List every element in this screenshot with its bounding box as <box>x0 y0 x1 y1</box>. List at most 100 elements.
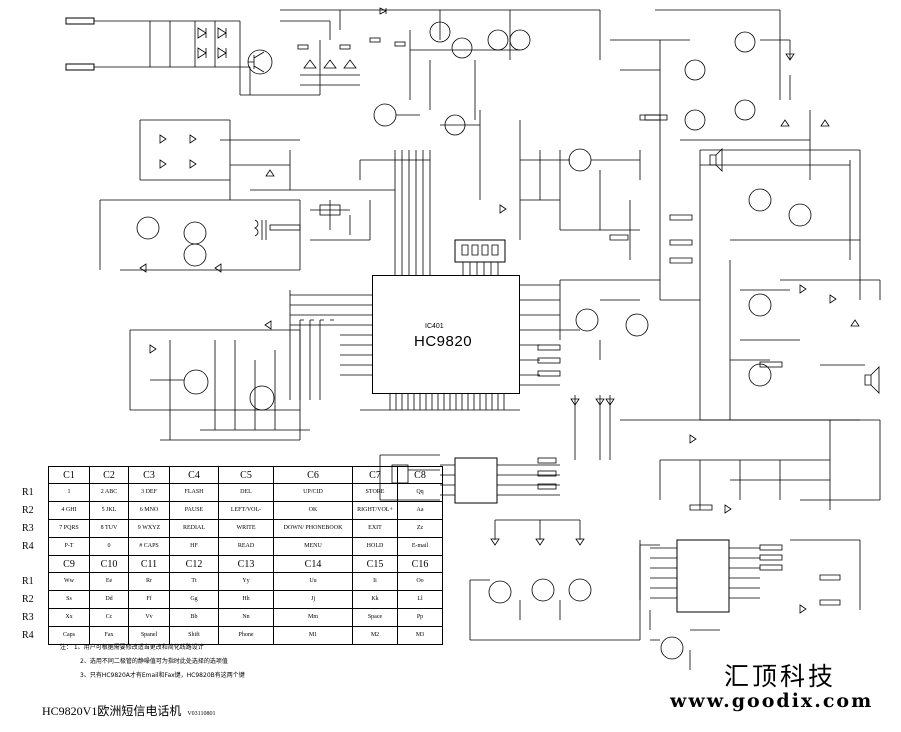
column-header: C8 <box>397 466 443 484</box>
key-cell: M3 <box>397 626 443 645</box>
row-header: R4 <box>22 630 34 641</box>
key-cell: Ii <box>352 572 398 591</box>
main-ic <box>372 275 520 394</box>
row-header: R2 <box>22 594 34 605</box>
key-cell: Spanel <box>128 626 170 645</box>
column-header: C15 <box>352 555 398 573</box>
key-cell: Yy <box>218 572 274 591</box>
key-cell: DEL <box>218 483 274 502</box>
key-cell: Ll <box>397 590 443 609</box>
key-cell: M2 <box>352 626 398 645</box>
company-name: 汇顶科技 <box>724 662 837 691</box>
key-cell: P-T <box>48 537 90 556</box>
row-header: R4 <box>22 541 34 552</box>
column-header: C6 <box>273 466 353 484</box>
key-cell: Hh <box>218 590 274 609</box>
schematic-title-main: HC9820V1欧洲短信电话机 <box>42 704 182 718</box>
note-1: 注： 1、用户可根据需要修改适当更改和简化线路设计 <box>60 644 204 651</box>
main-ic-ref: IC401 <box>425 323 444 330</box>
row-header: R1 <box>22 487 34 498</box>
column-header: C14 <box>273 555 353 573</box>
row-header: R1 <box>22 576 34 587</box>
row-header: R2 <box>22 505 34 516</box>
key-cell: Oo <box>397 572 443 591</box>
key-cell: Ss <box>48 590 90 609</box>
column-header: C13 <box>218 555 274 573</box>
key-cell: Ff <box>128 590 170 609</box>
key-cell: 5 JKL <box>89 501 129 520</box>
left-bottom-hook-section <box>129 320 310 441</box>
column-header: C1 <box>48 466 90 484</box>
key-cell: OK <box>273 501 353 520</box>
top-transistor-cluster <box>373 21 531 200</box>
schematic-version: V03110801 <box>187 711 216 717</box>
key-cell: Zz <box>397 519 443 538</box>
key-cell: PAUSE <box>169 501 219 520</box>
key-cell: MENU <box>273 537 353 556</box>
key-cell: 7 PQRS <box>48 519 90 538</box>
schematic-title: HC9820V1欧洲短信电话机 V03110801 <box>42 702 215 719</box>
key-cell: Jj <box>273 590 353 609</box>
key-cell: 0 <box>89 537 129 556</box>
main-ic-part-number: HC9820 <box>414 333 473 350</box>
row-header: R3 <box>22 612 34 623</box>
column-header: C10 <box>89 555 129 573</box>
line-input-section <box>65 17 331 96</box>
key-cell: 4 GHI <box>48 501 90 520</box>
column-header: C7 <box>352 466 398 484</box>
key-cell: REDIAL <box>169 519 219 538</box>
key-cell: 6 MNO <box>128 501 170 520</box>
column-header: C16 <box>397 555 443 573</box>
key-cell: Bb <box>169 608 219 627</box>
top-right-transistor-section <box>599 31 851 300</box>
key-cell: Mm <box>273 608 353 627</box>
key-cell: M1 <box>273 626 353 645</box>
column-header: C11 <box>128 555 170 573</box>
key-cell: Xx <box>48 608 90 627</box>
key-cell: Kk <box>352 590 398 609</box>
key-cell: LEFT/VOL- <box>218 501 274 520</box>
key-cell: 8 TUV <box>89 519 129 538</box>
note-2: 2、选用不同二极管的静噪值可为指时此处选择的选项值 <box>80 658 228 665</box>
key-cell: Rr <box>128 572 170 591</box>
interface-ic-section <box>639 539 861 670</box>
key-cell: DOWN/ PHONEBOOK <box>273 519 353 538</box>
column-header: C5 <box>218 466 274 484</box>
key-cell: Dd <box>89 590 129 609</box>
key-cell: 1 <box>48 483 90 502</box>
speaker-ringer-section <box>699 148 881 421</box>
bus-lines-to-ic <box>394 150 431 275</box>
key-cell: EXIT <box>352 519 398 538</box>
column-header: C3 <box>128 466 170 484</box>
design-notes: 注： 1、用户可根据需要修改适当更改和简化线路设计 2、选用不同二极管的静噪值可… <box>60 641 245 683</box>
table-corner <box>22 467 49 484</box>
led-indicator-section <box>469 519 641 641</box>
key-cell: FLASH <box>169 483 219 502</box>
column-header: C12 <box>169 555 219 573</box>
key-cell: STORE <box>352 483 398 502</box>
company-website: www.goodix.com <box>670 690 874 712</box>
key-cell: Nn <box>218 608 274 627</box>
resistor-bank-top <box>297 37 406 86</box>
key-cell: Vv <box>128 608 170 627</box>
right-driver-transistors <box>559 279 700 460</box>
key-cell: UP/CID <box>273 483 353 502</box>
oscillator-section <box>310 200 371 241</box>
key-cell: HF <box>169 537 219 556</box>
key-cell: HOLD <box>352 537 398 556</box>
key-cell: Cc <box>89 608 129 627</box>
row-header: R3 <box>22 523 34 534</box>
key-cell: E-mail <box>397 537 443 556</box>
column-header: C2 <box>89 466 129 484</box>
column-header: C9 <box>48 555 90 573</box>
lower-right-section <box>620 419 881 514</box>
key-cell: Ww <box>48 572 90 591</box>
